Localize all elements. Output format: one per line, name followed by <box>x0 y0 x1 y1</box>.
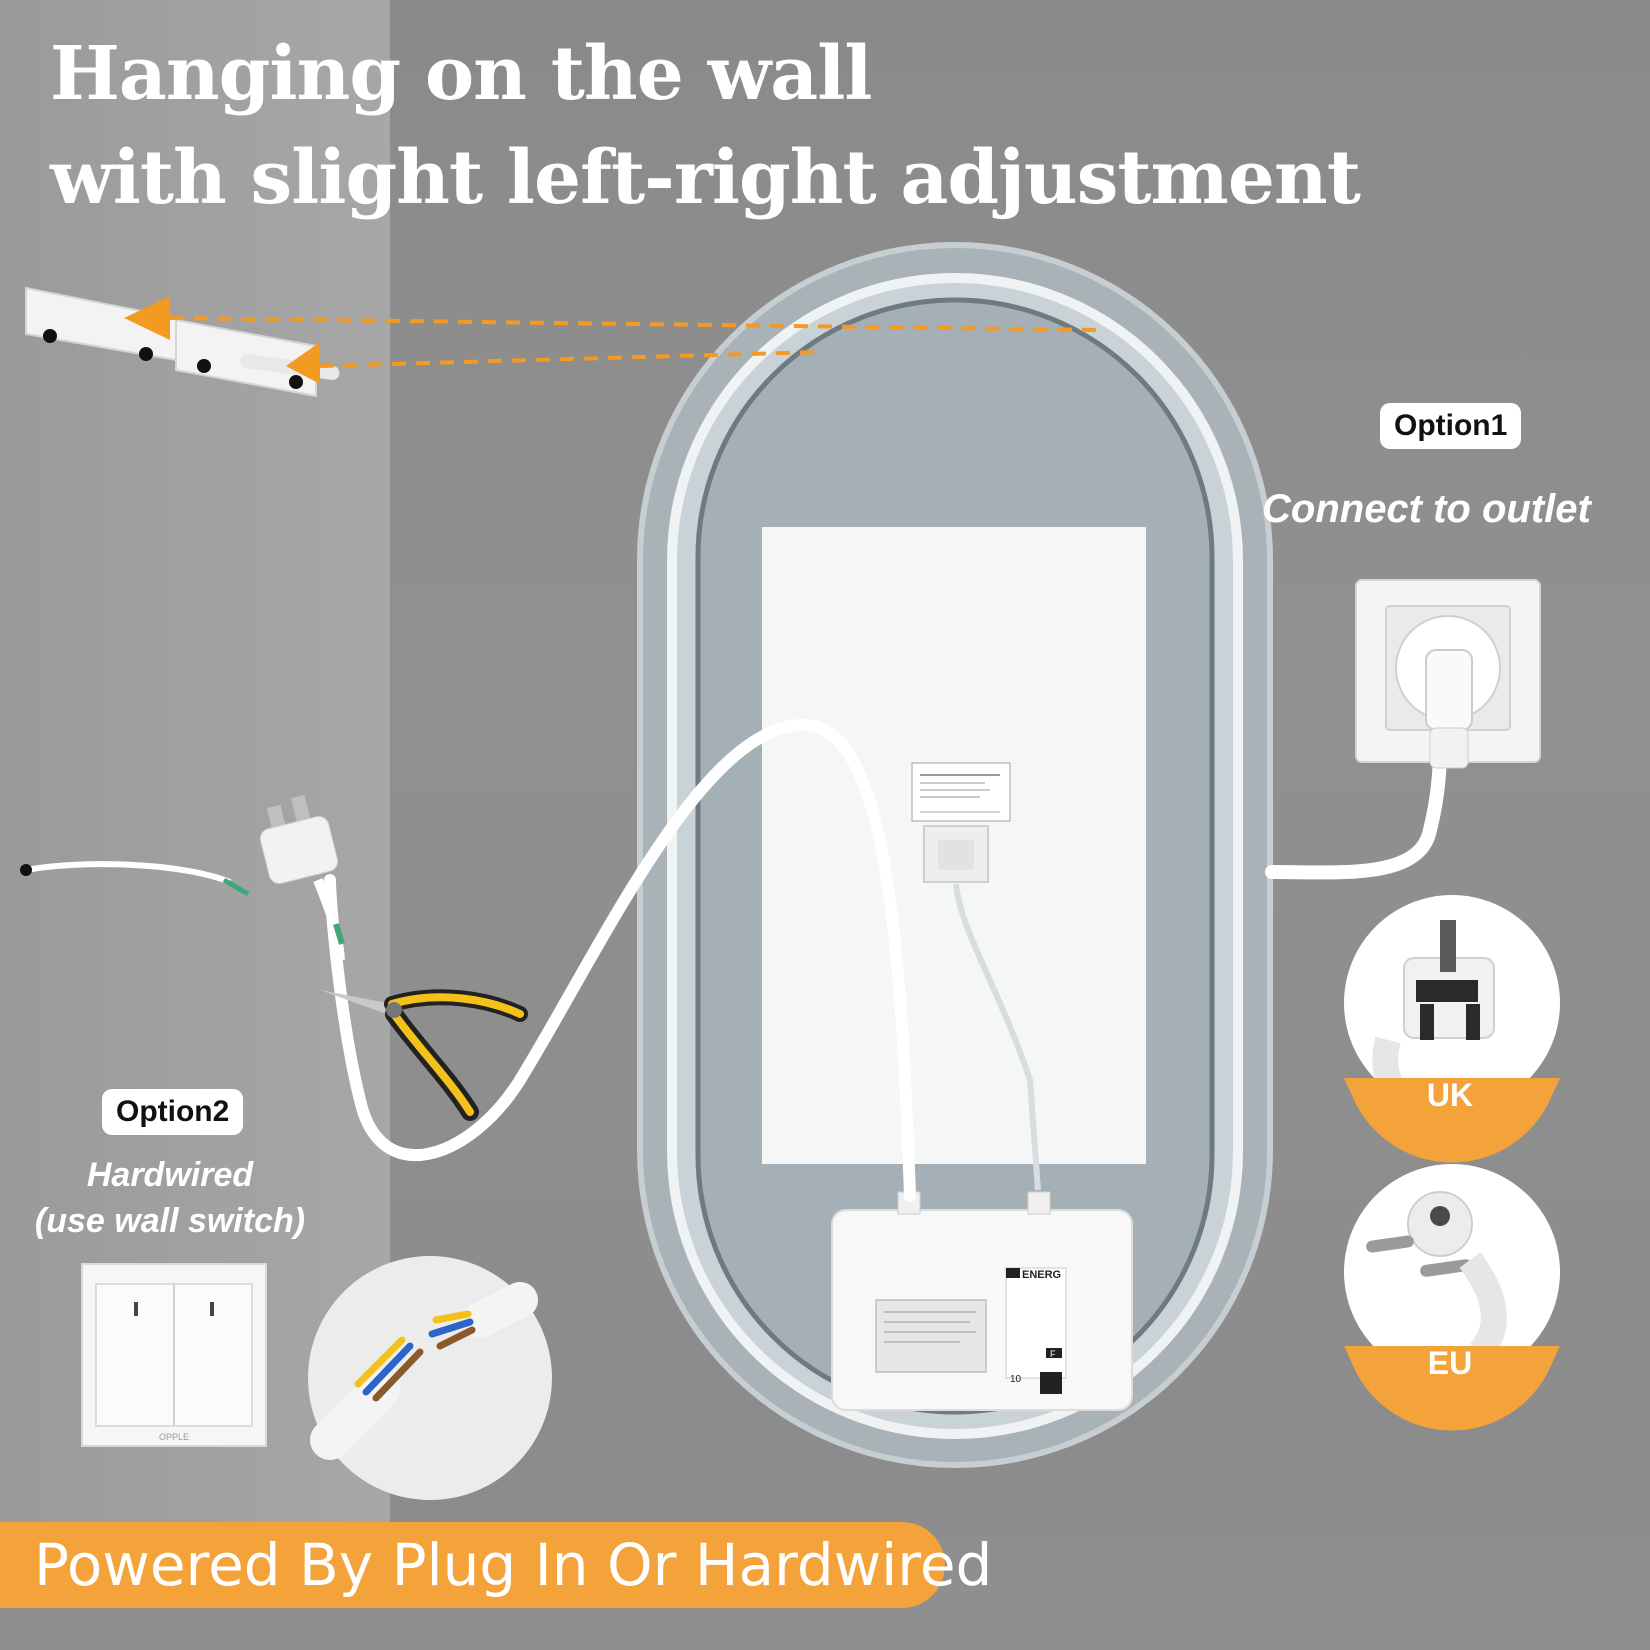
pad-cable <box>953 883 1041 1191</box>
uk-plug-illustration <box>1344 895 1560 1163</box>
headline-line-2: with slight left-right adjustment <box>50 135 1361 221</box>
arrow-head-lower <box>286 342 320 384</box>
wall-switch-illustration: OPPLE <box>81 1263 267 1447</box>
pad-junction-box <box>923 825 989 883</box>
pad-label-sticker <box>911 762 1011 822</box>
stripped-wire <box>25 861 232 885</box>
uk-plug-label: UK <box>1426 1077 1474 1113</box>
eu-plug-label: EU <box>1427 1345 1473 1381</box>
option2-description: Hardwired (use wall switch) <box>20 1152 320 1244</box>
option2-tag: Option2 <box>102 1089 244 1135</box>
main-power-cable <box>324 718 916 1202</box>
alignment-dash-lower <box>319 350 821 368</box>
banner-text: Powered By Plug In Or Hardwired <box>34 1531 993 1599</box>
eu-plug-illustration <box>1344 1164 1560 1431</box>
wall-outlet <box>1355 579 1541 769</box>
switch-brand: OPPLE <box>159 1432 189 1442</box>
option2-line-1: Hardwired <box>86 1156 254 1194</box>
alignment-dash-upper <box>169 316 1101 332</box>
headline-line-1: Hanging on the wall <box>50 31 872 117</box>
wall-bracket-lower <box>175 318 340 398</box>
driver-brand: ENERG <box>1022 1269 1061 1281</box>
option1-description: Connect to outlet <box>1262 487 1591 531</box>
wire-cutter-icon <box>320 989 528 1121</box>
arrow-head-upper <box>124 296 170 340</box>
bottom-banner: Powered By Plug In Or Hardwired <box>0 1522 992 1608</box>
driver-code: 10 <box>1010 1374 1022 1385</box>
wall-bracket-upper <box>25 286 177 362</box>
option2-line-2: (use wall switch) <box>34 1202 306 1240</box>
us-plug-illustration <box>259 794 345 961</box>
headline: Hanging on the wall with slight left-rig… <box>50 22 1361 230</box>
stripped-cable-closeup <box>308 1256 552 1500</box>
driver-rating: F <box>1050 1349 1056 1359</box>
option1-tag: Option1 <box>1380 403 1522 449</box>
led-driver-box: ENERG 10 F <box>831 1191 1133 1411</box>
